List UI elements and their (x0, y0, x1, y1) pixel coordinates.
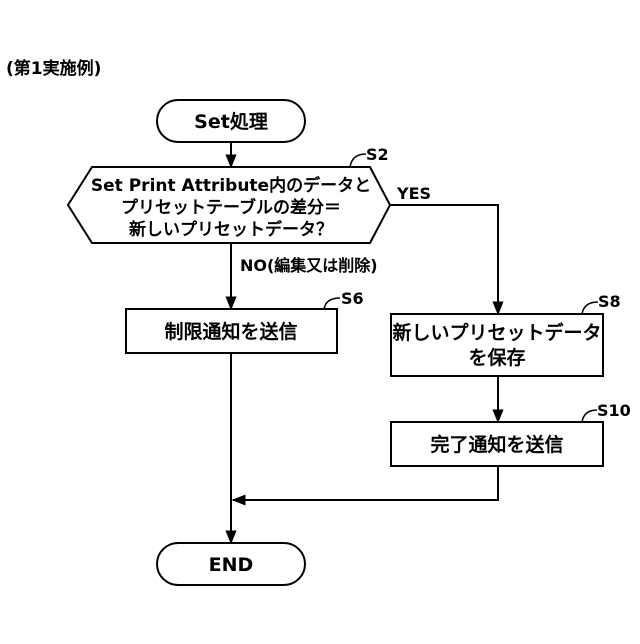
yes-label: YES (396, 184, 431, 203)
s2-decision-line-2: プリセットテーブルの差分＝ (121, 197, 341, 218)
s2-step-id: S2 (366, 145, 389, 164)
s2-decision-line-3: 新しいプリセットデータ？ (129, 219, 333, 240)
s6-leader (324, 298, 340, 309)
s10-leader (582, 410, 597, 422)
s10-process-label: 完了通知を送信 (430, 433, 563, 456)
embodiment-label: (第1実施例) (6, 58, 101, 79)
s8-process-line-2: を保存 (468, 346, 525, 369)
s6-process-label: 制限通知を送信 (164, 320, 297, 343)
s2-decision-line-1: Set Print Attribute内のデータと (91, 175, 371, 196)
s8-step-id: S8 (598, 292, 621, 311)
s2-leader (350, 154, 366, 167)
s10-step-id: S10 (597, 401, 631, 420)
no-label: NO(編集又は削除) (240, 256, 378, 275)
s8-leader (582, 302, 598, 314)
s8-process-line-1: 新しいプリセットデータ (392, 321, 601, 344)
connector-s2-yes-to-s8 (390, 205, 498, 314)
connector-s10-to-merge (233, 466, 498, 500)
end-terminal-label: END (209, 554, 254, 576)
start-terminal-label: Set処理 (194, 110, 268, 133)
s6-step-id: S6 (341, 289, 364, 308)
